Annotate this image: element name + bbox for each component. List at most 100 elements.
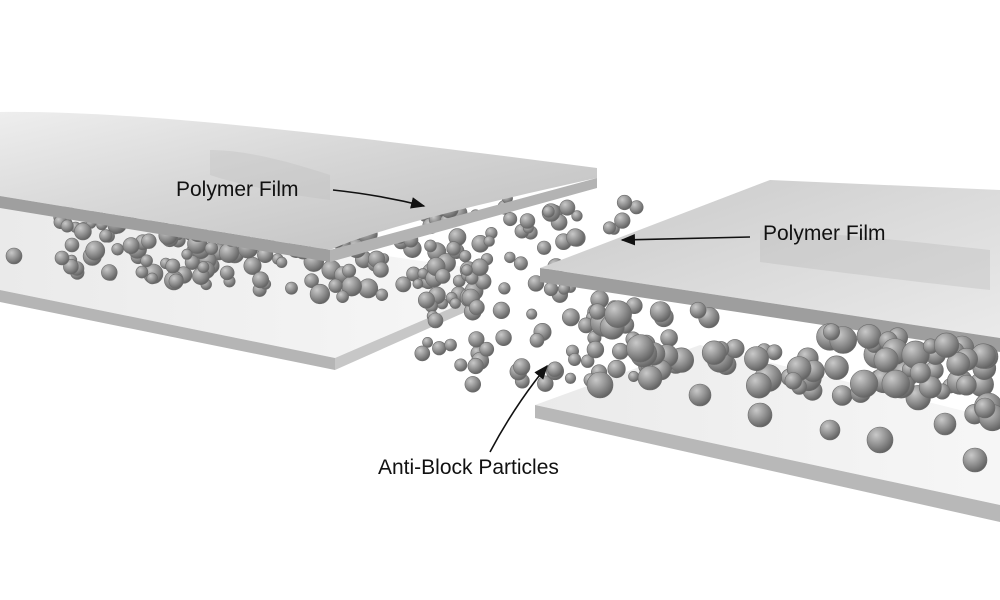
anti-block-particle [602, 221, 616, 235]
anti-block-particle [933, 332, 960, 358]
anti-block-particle [468, 331, 485, 348]
anti-block-particle [414, 345, 431, 362]
anti-block-particle [446, 241, 461, 256]
anti-block-particle [628, 370, 640, 382]
anti-block-particle [498, 282, 511, 295]
anti-block-particle [586, 340, 605, 359]
anti-block-particle [309, 283, 331, 305]
anti-block-particle [626, 334, 655, 363]
anti-block-particle [784, 372, 802, 390]
anti-block-particle [372, 261, 389, 278]
anti-block-particle [99, 229, 113, 243]
anti-block-particle [856, 324, 882, 349]
anti-block-particle [204, 241, 219, 256]
anti-block-particle [607, 359, 626, 379]
anti-block-particle [395, 276, 412, 293]
anti-block-particle [432, 341, 447, 356]
anti-block-particle [513, 358, 531, 376]
arrow-anti-block-particles [489, 364, 548, 453]
anti-block-particle [328, 278, 343, 293]
anti-block-particle [342, 263, 357, 278]
anti-block-particle [427, 312, 444, 329]
anti-block-particle [64, 237, 80, 253]
anti-block-particle [479, 341, 495, 357]
anti-block-particle [614, 212, 631, 229]
anti-block-particle [559, 199, 576, 216]
anti-block-particle [689, 301, 707, 319]
anti-block-particle [135, 265, 149, 279]
anti-block-particle [422, 336, 433, 348]
anti-block-particle [412, 278, 424, 290]
anti-block-particle [252, 271, 270, 289]
anti-block-particle [464, 376, 481, 393]
anti-block-particle [536, 240, 552, 255]
anti-block-particle [101, 264, 118, 281]
anti-block-particle [492, 301, 511, 320]
anti-block-particle [181, 248, 193, 260]
anti-block-particle [568, 352, 582, 366]
arrow-polymer-film-right [620, 233, 751, 246]
anti-block-particle [141, 233, 157, 249]
anti-block-particle [495, 329, 512, 346]
anti-block-particle [424, 239, 437, 253]
anti-block-particle [168, 273, 184, 289]
anti-block-particle [933, 412, 957, 436]
anti-block-particle [74, 222, 92, 241]
anti-block-particle [165, 258, 181, 274]
anti-block-particle [974, 397, 996, 419]
anti-block-particle [866, 426, 894, 454]
anti-block-particle [471, 258, 489, 276]
anti-block-particle [873, 347, 899, 373]
anti-block-particle [276, 256, 288, 269]
anti-block-particle [637, 365, 663, 391]
anti-block-particles-foreground [586, 297, 1000, 473]
anti-block-particle [504, 251, 516, 264]
anti-block-particle [467, 357, 484, 375]
anti-block-particle [747, 402, 773, 428]
anti-block-particle [146, 272, 158, 285]
anti-block-particle [444, 338, 457, 352]
anti-block-particle [547, 361, 563, 378]
anti-block-particle [122, 237, 140, 255]
anti-block-particle [417, 291, 435, 309]
anti-block-particle [831, 385, 853, 406]
anti-block-particle [449, 297, 461, 309]
anti-block-particle [197, 261, 210, 274]
anti-block-particle [688, 383, 712, 407]
anti-block-particle [483, 235, 495, 247]
anti-block-particle [519, 213, 536, 229]
anti-block-particle [527, 275, 545, 292]
anti-block-particle [604, 300, 632, 329]
anti-block-particle [766, 344, 783, 361]
anti-block-particle [542, 205, 555, 218]
anti-block-particle [746, 372, 772, 399]
anti-block-particle [701, 340, 727, 365]
right-upper-film [540, 180, 1000, 352]
anti-block-particle [459, 250, 472, 263]
anti-block-particle [564, 372, 577, 384]
anti-block-particle [824, 355, 849, 380]
left-upper-film [0, 111, 597, 262]
anti-block-particle [956, 374, 977, 396]
anti-block-particle [468, 299, 485, 316]
anti-block-particle [562, 308, 580, 327]
anti-block-particle [580, 354, 595, 368]
anti-block-particle [881, 369, 910, 399]
anti-block-particle [111, 243, 124, 256]
anti-block-particle [54, 250, 70, 266]
anti-block-particle [461, 264, 473, 276]
anti-block-particle [946, 352, 971, 376]
anti-block-particle [454, 358, 468, 372]
anti-block-particle [962, 447, 988, 473]
polymer-film-label-left: Polymer Film [176, 178, 299, 201]
anti-block-particle [586, 371, 614, 399]
arrow-polymer-film-left [332, 189, 426, 209]
anti-block-particle [513, 256, 528, 271]
anti-block-particle [304, 273, 319, 289]
anti-block-particle [435, 268, 451, 284]
anti-block-particle [744, 346, 769, 372]
polymer-film-label-right: Polymer Film [763, 222, 886, 245]
anti-block-particle [660, 329, 678, 347]
anti-block-particle [219, 265, 235, 281]
